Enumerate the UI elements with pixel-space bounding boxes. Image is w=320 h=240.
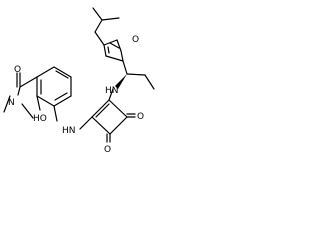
hydroxyl-label: HO: [33, 114, 47, 124]
dimethylamide-group: [3, 72, 34, 119]
cyclobutenedione-ring: [79, 88, 136, 143]
furan-oxygen-label: O: [132, 35, 139, 45]
furan-ring: [94, 31, 124, 62]
top-amine-label: HN: [105, 86, 119, 96]
structure-diagram: O HN O N HO HN O O: [3, 7, 155, 155]
wedge-bond: [115, 74, 127, 89]
chiral-center: [115, 60, 155, 90]
hydroxyl-bond: [36, 95, 41, 111]
carbonyl-oxygen-label: O: [14, 65, 21, 75]
ring-oxygen-bottom-label: O: [104, 145, 111, 155]
bottom-amine-label: HN: [62, 126, 76, 136]
ring-oxygen-right-label: O: [137, 112, 144, 122]
molecule-canvas: O HN O N HO HN O O: [0, 0, 175, 168]
benzene-ring: [19, 66, 72, 122]
amide-nitrogen-label: N: [8, 98, 15, 108]
isopropyl-group: [92, 7, 120, 33]
